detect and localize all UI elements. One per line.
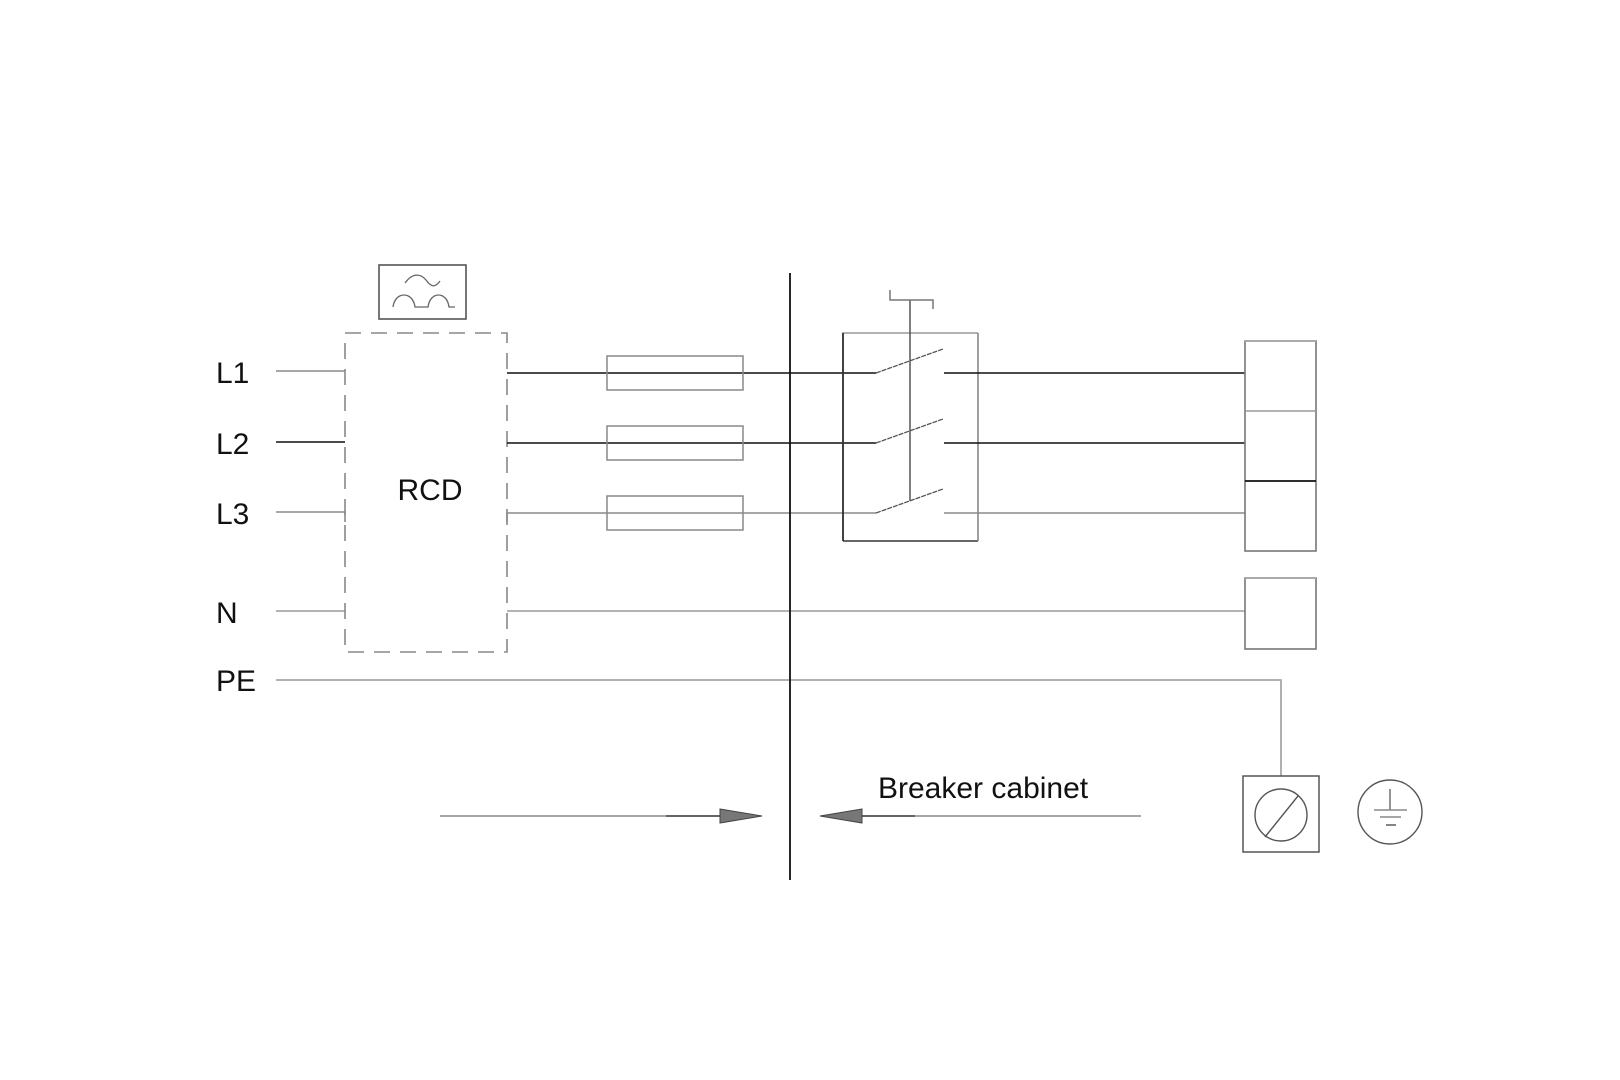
wire-l3-in (276, 511, 346, 522)
ac-pulse-sensitivity-icon (378, 264, 467, 320)
rcd-label: RCD (398, 474, 463, 507)
label-l1: L1 (216, 357, 249, 390)
arrow-left-to-boundary (819, 808, 1141, 824)
terminal-block-phases (1244, 340, 1317, 552)
terminal-block-neutral (1244, 577, 1317, 650)
circuit-breaker (842, 290, 979, 542)
label-n: N (216, 597, 238, 630)
protective-earth-icon (1357, 779, 1423, 845)
label-l3: L3 (216, 498, 249, 531)
breaker-cabinet-label: Breaker cabinet (878, 772, 1089, 805)
rcd-box (344, 332, 508, 653)
wire-pe (276, 679, 1282, 776)
earth-terminal-icon (1242, 775, 1320, 853)
fuse-l2 (606, 425, 744, 461)
fuse-l3 (606, 495, 744, 531)
label-l2: L2 (216, 428, 249, 461)
wire-l3-mid (506, 512, 876, 522)
arrow-right-to-boundary (440, 808, 763, 824)
label-pe: PE (216, 665, 256, 698)
fuse-l1 (606, 355, 744, 391)
